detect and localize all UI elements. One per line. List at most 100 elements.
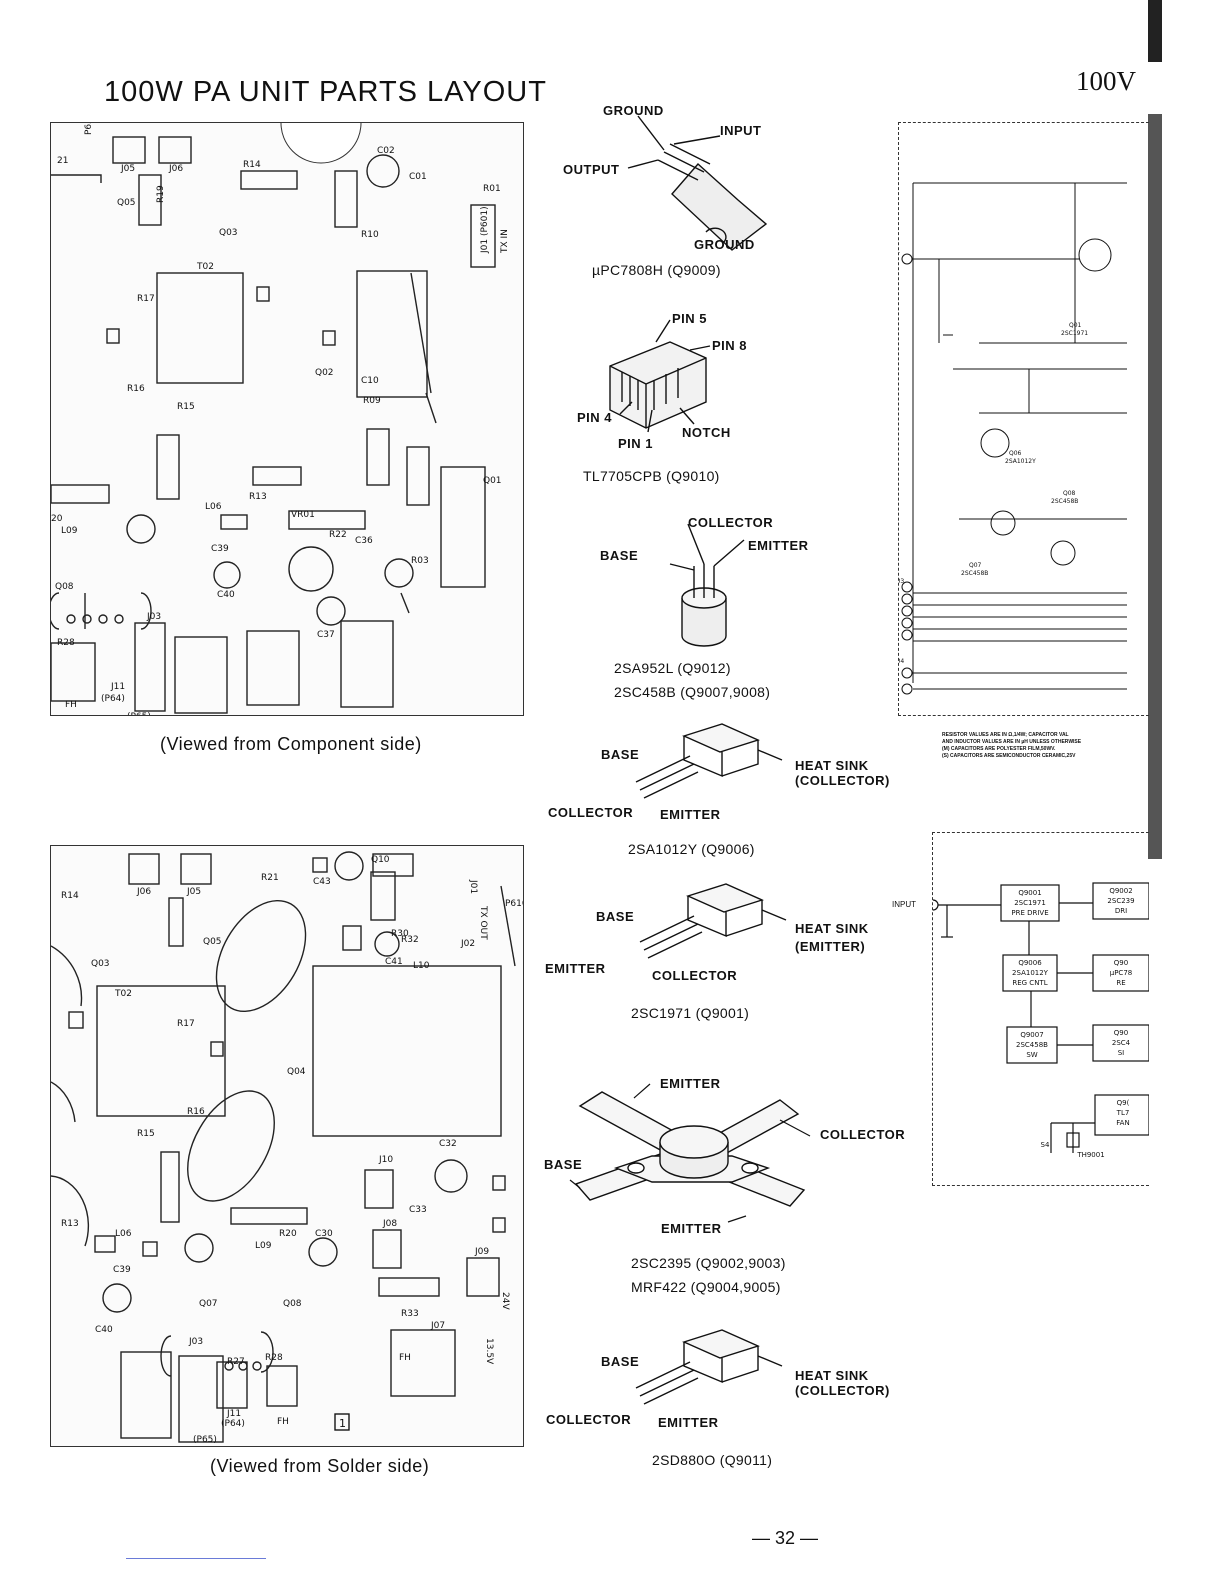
part-2sa952l-collector: COLLECTOR	[688, 515, 774, 530]
part-tl7705-pin8: PIN 8	[712, 338, 748, 353]
svg-text:J09: J09	[474, 1247, 489, 1257]
svg-text:VR01: VR01	[291, 510, 315, 520]
svg-text:Q06: Q06	[1009, 450, 1022, 457]
scan-edge	[1148, 114, 1162, 859]
svg-text:Q03: Q03	[219, 228, 238, 238]
svg-text:(P64): (P64)	[101, 694, 125, 704]
svg-text:C39: C39	[113, 1265, 131, 1275]
block-q9002-line3: DRI	[1115, 907, 1127, 915]
block-diagram-panel: Q9001 2SC1971 PRE DRIVE Q9002 2SC239 DRI…	[927, 832, 1150, 1186]
schematic-note-4: (S) CAPACITORS ARE SEMICONDUCTOR CERAMIC…	[942, 753, 1076, 759]
svg-text:R17: R17	[177, 1019, 195, 1029]
part-2sd880-heatsink: HEAT SINK	[795, 1368, 869, 1383]
block-q9010-line2: TL7	[1116, 1109, 1130, 1117]
svg-text:R10: R10	[361, 230, 379, 240]
part-2sc1971-collector: COLLECTOR	[652, 968, 738, 983]
block-q9002-line2: 2SC239	[1107, 897, 1134, 905]
svg-text:P631: P631	[84, 123, 94, 135]
block-q9010-line1: Q9(	[1117, 1099, 1130, 1107]
block-q9009-line2: µPC78	[1110, 969, 1132, 977]
svg-text:2SC1971: 2SC1971	[1061, 330, 1088, 337]
svg-text:R15: R15	[177, 402, 195, 412]
svg-text:C02: C02	[377, 146, 395, 156]
part-upc7808h-output: OUTPUT	[563, 162, 620, 177]
svg-text:C39: C39	[211, 544, 229, 554]
schematic-note-3: (M) CAPACITORS ARE POLYESTER FILM,50WV.	[942, 746, 1056, 752]
svg-text:Q05: Q05	[117, 198, 136, 208]
svg-text:J06: J06	[168, 164, 183, 174]
part-2sc2395-emitter-top: EMITTER	[660, 1076, 721, 1091]
svg-text:C33: C33	[409, 1205, 427, 1215]
svg-text:P6102: P6102	[505, 899, 523, 909]
part-2sc1971-emitter: EMITTER	[545, 961, 606, 976]
block-q9006-line2: 2SA1012Y	[1012, 969, 1049, 977]
block-q9007-line2: 2SC458B	[1016, 1041, 1048, 1049]
page-number: — 32 —	[752, 1528, 819, 1548]
svg-text:J08: J08	[382, 1219, 397, 1229]
svg-text:R28: R28	[265, 1353, 283, 1363]
solder-side-caption: (Viewed from Solder side)	[210, 1456, 430, 1476]
svg-text:Q04: Q04	[287, 1067, 306, 1077]
component-side-caption: (Viewed from Component side)	[160, 734, 422, 754]
svg-text:R22: R22	[329, 530, 347, 540]
svg-text:C10: C10	[361, 376, 379, 386]
svg-text:13.5V: 13.5V	[484, 1338, 494, 1365]
svg-text:Q10: Q10	[371, 855, 390, 865]
svg-text:C40: C40	[217, 590, 235, 600]
svg-text:R21: R21	[261, 873, 279, 883]
part-2sd880-collector: COLLECTOR	[546, 1412, 632, 1427]
svg-text:C32: C32	[439, 1139, 457, 1149]
part-2sc2395-base: BASE	[544, 1157, 583, 1172]
svg-text:R17: R17	[137, 294, 155, 304]
svg-text:Q03: Q03	[91, 959, 110, 969]
svg-text:Q08: Q08	[283, 1299, 302, 1309]
svg-text:Q02: Q02	[315, 368, 334, 378]
part-2sa952l-code: 2SA952L (Q9012)	[614, 660, 731, 676]
block-q9001-line2: 2SC1971	[1014, 899, 1046, 907]
svg-text:T02: T02	[114, 989, 132, 999]
part-tl7705-notch: NOTCH	[682, 425, 731, 440]
block-s4: S4	[1041, 1141, 1050, 1149]
svg-text:R13: R13	[61, 1219, 79, 1229]
part-2sa1012y-base: BASE	[601, 747, 640, 762]
part-2sd880-code: 2SD880O (Q9011)	[652, 1452, 773, 1468]
svg-text:R30: R30	[391, 929, 409, 939]
svg-text:J06: J06	[136, 887, 151, 897]
svg-text:C30: C30	[315, 1229, 333, 1239]
svg-text:24V: 24V	[500, 1292, 510, 1310]
part-upc7808h-drawing	[627, 115, 768, 251]
svg-text:R20: R20	[279, 1229, 297, 1239]
svg-text:J10: J10	[378, 1155, 393, 1165]
block-input-label: INPUT	[892, 900, 916, 909]
part-2sa1012y-code: 2SA1012Y (Q9006)	[628, 841, 755, 857]
svg-text:C36: C36	[355, 536, 373, 546]
svg-text:2SC458B: 2SC458B	[1051, 498, 1078, 505]
svg-text:J05: J05	[186, 887, 201, 897]
block-q9006-line1: Q9006	[1018, 959, 1042, 967]
part-2sc1971-drawing	[639, 883, 787, 959]
svg-text:R33: R33	[401, 1309, 419, 1319]
svg-text:Q08: Q08	[1063, 490, 1076, 497]
svg-text:C41: C41	[385, 957, 403, 967]
page-title: 100W PA UNIT PARTS LAYOUT	[104, 76, 547, 108]
svg-text:FH: FH	[65, 700, 77, 710]
svg-text:20: 20	[51, 514, 63, 524]
part-tl7705-drawing	[609, 319, 711, 433]
block-q9008-line1: Q90	[1114, 1029, 1128, 1037]
svg-text:R01: R01	[483, 184, 501, 194]
block-q9009-line3: RE	[1116, 979, 1125, 987]
part-2sa1012y-heatsink: HEAT SINK	[795, 758, 869, 773]
part-upc7808h-code: µPC7808H (Q9009)	[592, 262, 721, 278]
svg-text:J03: J03	[146, 612, 161, 622]
svg-text:Q01: Q01	[483, 476, 502, 486]
schematic-note-2: AND INDUCTOR VALUES ARE IN µH UNLESS OTH…	[942, 739, 1082, 745]
part-2sd880-heatsink-pin: (COLLECTOR)	[795, 1383, 890, 1398]
svg-text:T02: T02	[196, 262, 214, 272]
part-2sc2395-emitter-bottom: EMITTER	[661, 1221, 722, 1236]
part-tl7705-code: TL7705CPB (Q9010)	[583, 468, 720, 484]
svg-text:(P68) J04: (P68) J04	[899, 658, 904, 665]
scan-artifact-line	[126, 1558, 266, 1559]
svg-text:L10: L10	[413, 961, 430, 971]
part-mrf422-code: MRF422 (Q9004,9005)	[631, 1279, 781, 1295]
